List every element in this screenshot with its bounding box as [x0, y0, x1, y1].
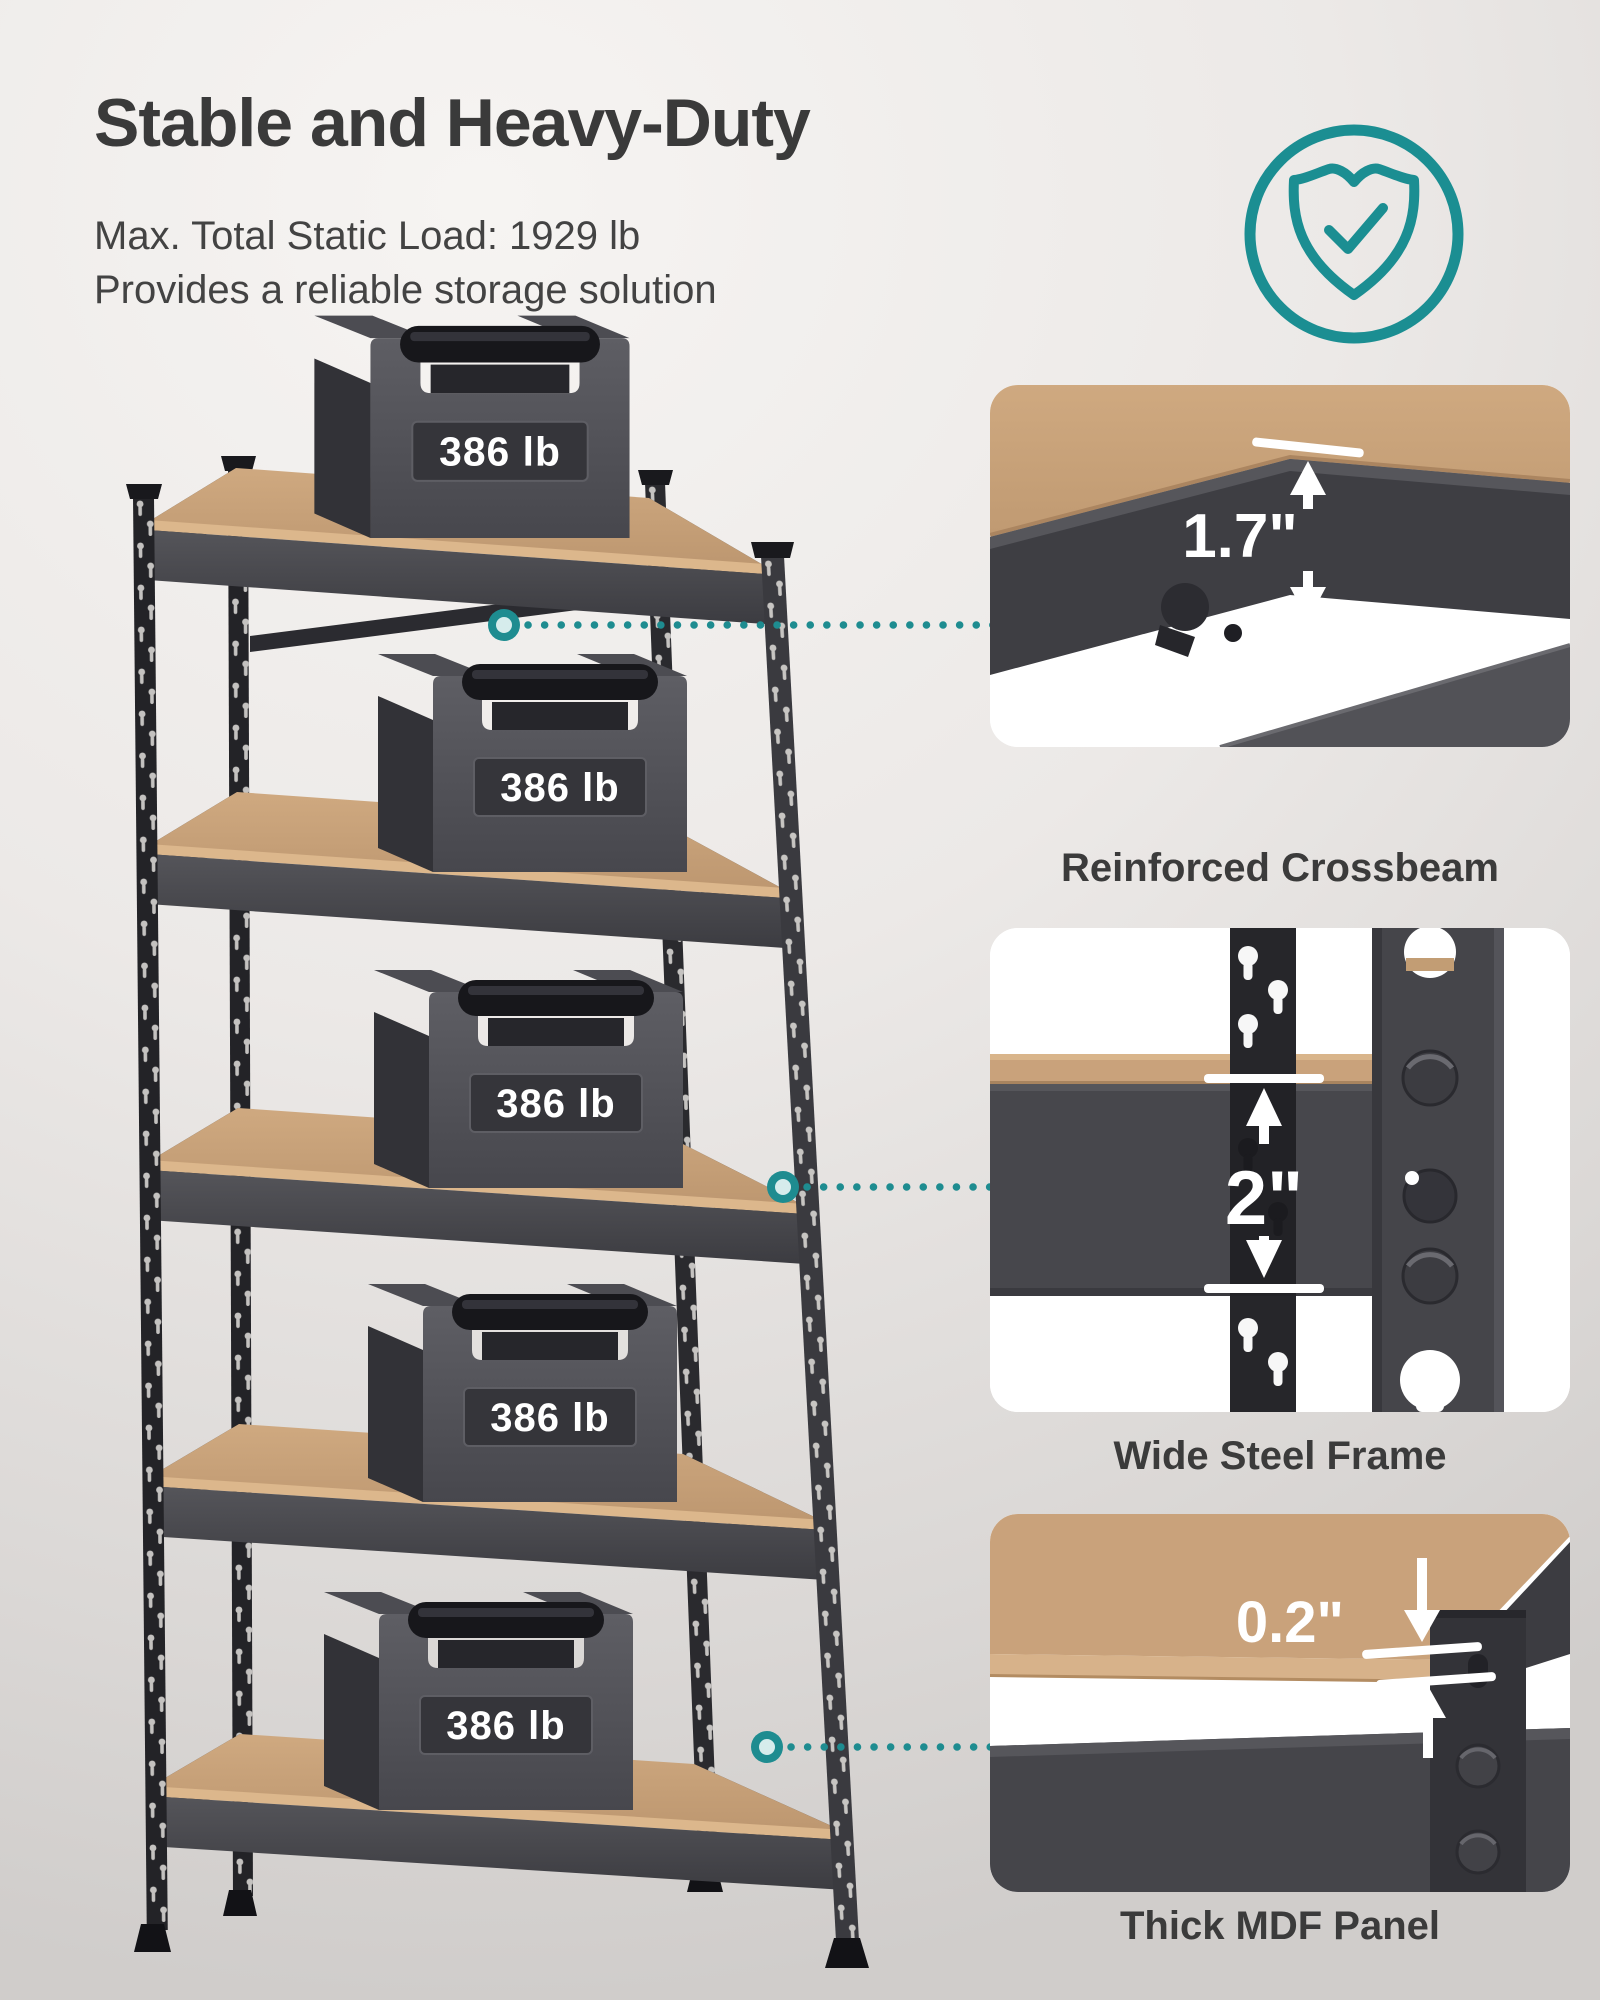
- weight-label: 386 lb: [500, 766, 619, 810]
- callout-label-frame: Wide Steel Frame: [1113, 1434, 1447, 1478]
- measurement-arrows: [1252, 437, 1364, 644]
- callout-card-crossbeam: 1.7": [990, 385, 1570, 747]
- measurement-arrows: [1204, 1074, 1324, 1293]
- frame-detail-image: 2": [990, 928, 1570, 1412]
- weight-block: 386 lb: [378, 654, 687, 872]
- dotted-connector-frame: [767, 1171, 999, 1203]
- page-title: Stable and Heavy-Duty: [94, 85, 811, 161]
- front-left-post: [126, 484, 171, 1952]
- subtitle-line-load: Max. Total Static Load: 1929 lb: [94, 214, 641, 258]
- weight-block: 386 lb: [314, 315, 630, 538]
- front-right-post: [751, 542, 869, 1968]
- header: Stable and Heavy-Duty Max. Total Static …: [94, 84, 811, 317]
- measurement-value: 1.7": [1182, 502, 1298, 571]
- panel-detail-image: 0.2": [990, 1514, 1570, 1892]
- callout-label-crossbeam: Reinforced Crossbeam: [1061, 846, 1499, 890]
- subtitle: Max. Total Static Load: 1929 lb Provides…: [94, 210, 810, 317]
- dotted-connector-crossbeam: [488, 609, 999, 641]
- measurement-arrows: [1362, 1558, 1496, 1758]
- shield-check-icon: [1244, 124, 1464, 344]
- measurement-value: 0.2": [1236, 1590, 1344, 1655]
- dotted-connector-panel: [751, 1731, 999, 1763]
- subtitle-line-tagline: Provides a reliable storage solution: [94, 267, 717, 312]
- weight-label: 386 lb: [490, 1396, 609, 1440]
- weight-label: 386 lb: [446, 1704, 565, 1748]
- weight-block: 386 lb: [324, 1592, 633, 1810]
- callout-card-frame: 2": [990, 928, 1570, 1412]
- measurement-value: 2": [1225, 1156, 1303, 1241]
- callout-card-panel: 0.2": [990, 1514, 1570, 1892]
- shelf-tier-1: [148, 468, 765, 652]
- weight-label: 386 lb: [496, 1082, 615, 1126]
- callout-label-panel: Thick MDF Panel: [1119, 1904, 1441, 1948]
- crossbeam-detail-image: 1.7": [990, 385, 1570, 747]
- weight-block: 386 lb: [374, 970, 683, 1188]
- weight-label: 386 lb: [439, 429, 561, 475]
- weight-block: 386 lb: [368, 1284, 677, 1502]
